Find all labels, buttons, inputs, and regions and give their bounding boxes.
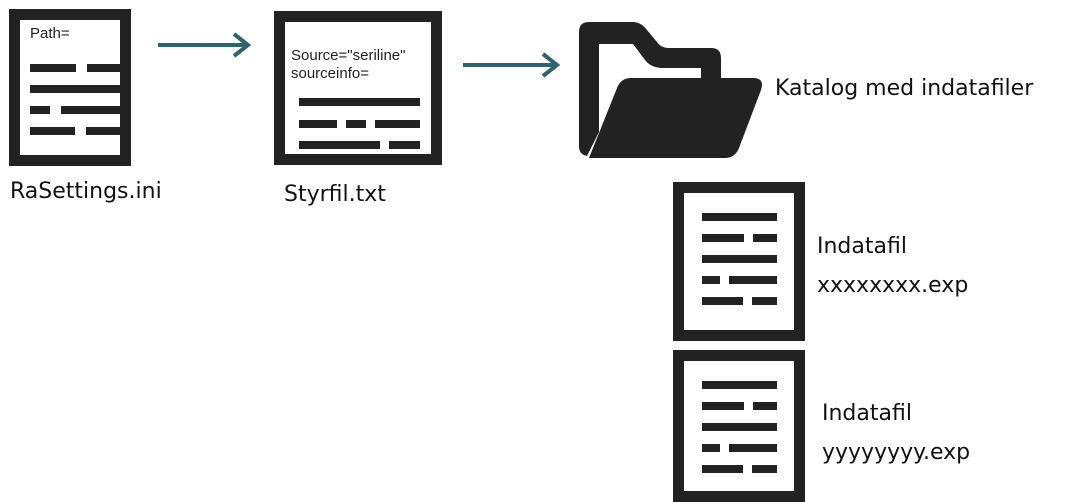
input-file-1-line-5a — [702, 297, 743, 305]
control-line-3a — [299, 141, 380, 149]
arrow-ini-to-control — [158, 32, 252, 58]
input-file-2-document-icon — [673, 350, 805, 502]
control-file-caption: Styrfil.txt — [284, 182, 386, 207]
input-file-1-line-1 — [702, 213, 777, 221]
input-file-2-line-4a — [702, 444, 720, 452]
folder-icon — [579, 22, 762, 158]
input-file-2-line-4b — [729, 444, 777, 452]
control-line-2b — [346, 120, 366, 128]
input-file-2-label: Indatafil — [822, 401, 912, 426]
input-file-2-line-2a — [702, 402, 744, 410]
input-file-1-line-2a — [702, 234, 744, 242]
control-sourceinfo-text: sourceinfo= — [291, 65, 369, 82]
input-file-1-line-5b — [752, 297, 777, 305]
control-source-text: Source="seriline" — [291, 47, 406, 64]
ini-line-4a — [30, 127, 75, 135]
input-file-2-line-5b — [752, 465, 777, 473]
control-line-2c — [375, 120, 420, 128]
input-file-1-line-3 — [702, 255, 777, 263]
input-file-1-line-4a — [702, 276, 720, 284]
ini-line-2 — [30, 85, 120, 93]
control-line-1 — [299, 98, 420, 106]
control-line-3b — [389, 141, 420, 149]
ini-line-3b — [61, 106, 120, 114]
ini-line-1b — [87, 64, 120, 72]
arrow-control-to-folder — [463, 52, 561, 78]
input-file-1-line-2b — [753, 234, 777, 242]
input-file-2-line-3 — [702, 423, 777, 431]
ini-path-text: Path= — [30, 25, 70, 42]
ini-line-3a — [30, 106, 50, 114]
ini-line-1a — [30, 64, 76, 72]
input-file-2-line-1 — [702, 381, 777, 389]
control-document-icon: Source="seriline" sourceinfo= — [274, 11, 442, 165]
folder-caption: Katalog med indatafiler — [775, 76, 1034, 101]
ini-file-caption: RaSettings.ini — [10, 179, 162, 204]
input-file-2-line-2b — [753, 402, 777, 410]
input-file-1-filename: xxxxxxxx.exp — [817, 273, 969, 298]
ini-line-4b — [86, 127, 120, 135]
input-file-1-line-4b — [729, 276, 777, 284]
control-line-2a — [299, 120, 337, 128]
input-file-2-filename: yyyyyyyy.exp — [822, 440, 971, 465]
input-file-1-label: Indatafil — [817, 234, 907, 259]
input-file-1-document-icon — [673, 182, 805, 341]
input-file-2-line-5a — [702, 465, 743, 473]
ini-document-icon: Path= — [9, 9, 131, 166]
